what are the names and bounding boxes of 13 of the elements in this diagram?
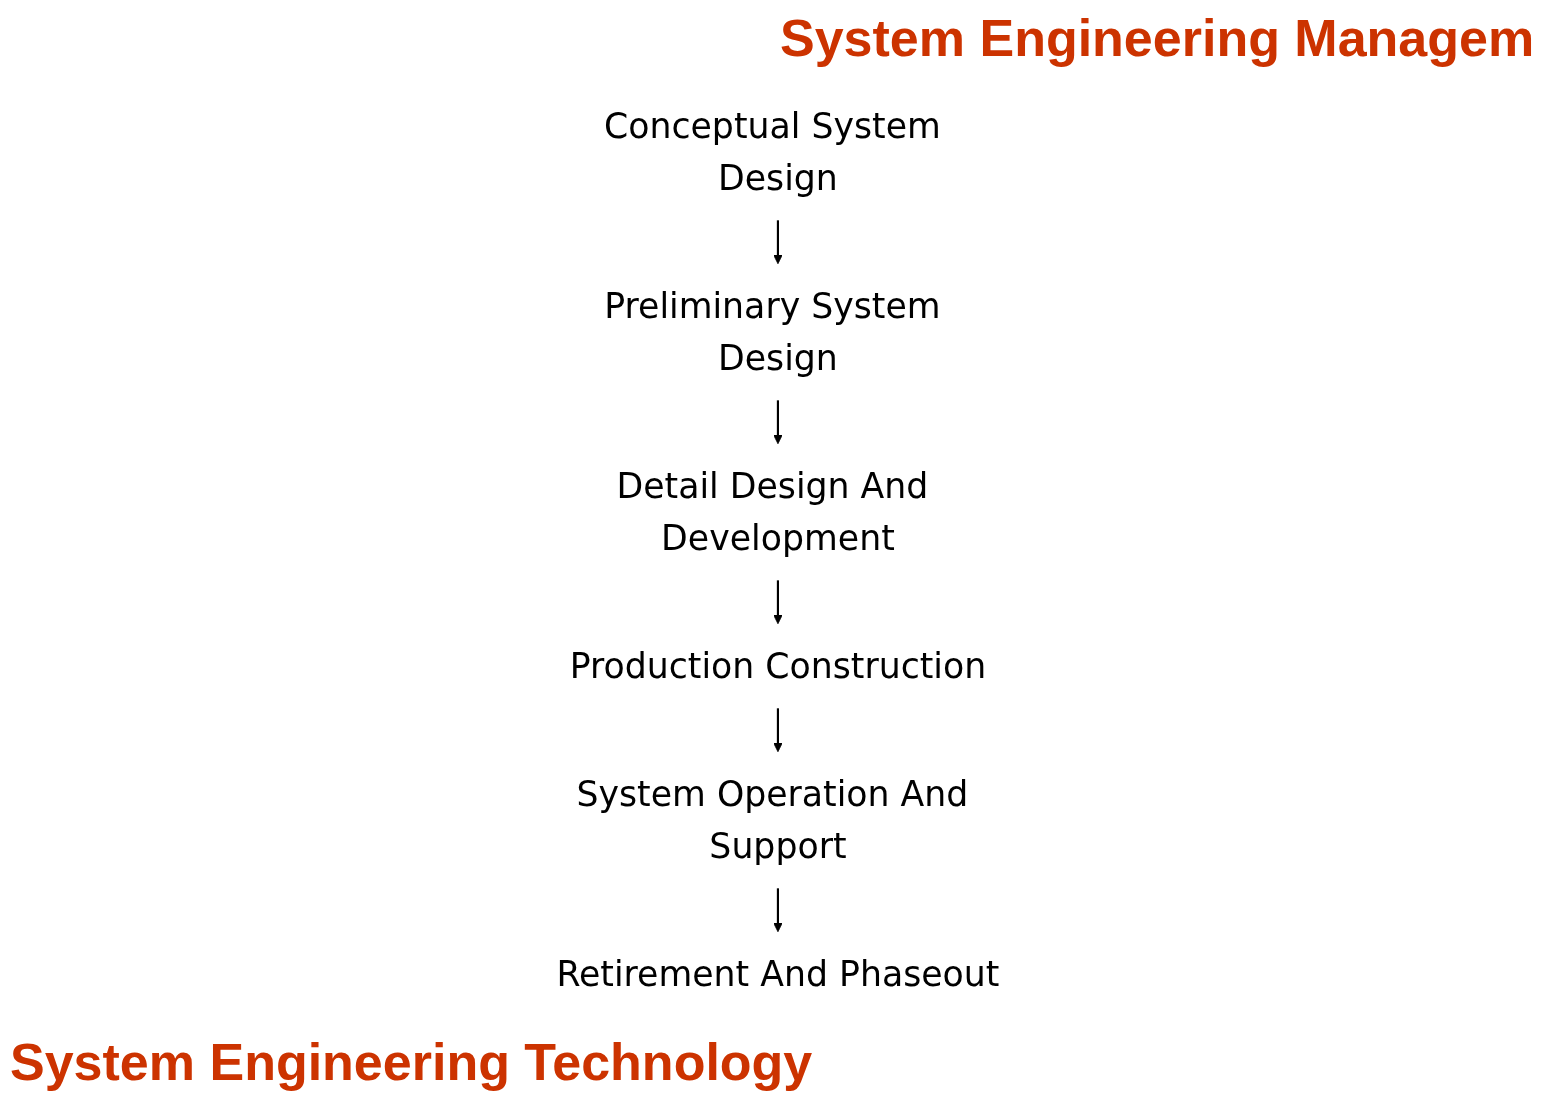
node-text: System Operation And Support	[576, 773, 969, 867]
node-text: Production Construction	[569, 645, 987, 687]
heading-text: System Engineering Technology	[10, 1032, 813, 1092]
node-text: Preliminary System Design	[604, 285, 941, 379]
arrow	[773, 708, 783, 753]
arrow	[773, 580, 783, 625]
arrow	[773, 220, 783, 265]
node-text: Detail Design And Development	[616, 465, 929, 559]
node-text: Retirement And Phaseout	[556, 953, 1000, 995]
node-text: Conceptual System Design	[604, 105, 941, 199]
arrow	[773, 400, 783, 445]
heading-text: System Engineering Managem	[780, 8, 1535, 68]
arrow	[773, 888, 783, 933]
